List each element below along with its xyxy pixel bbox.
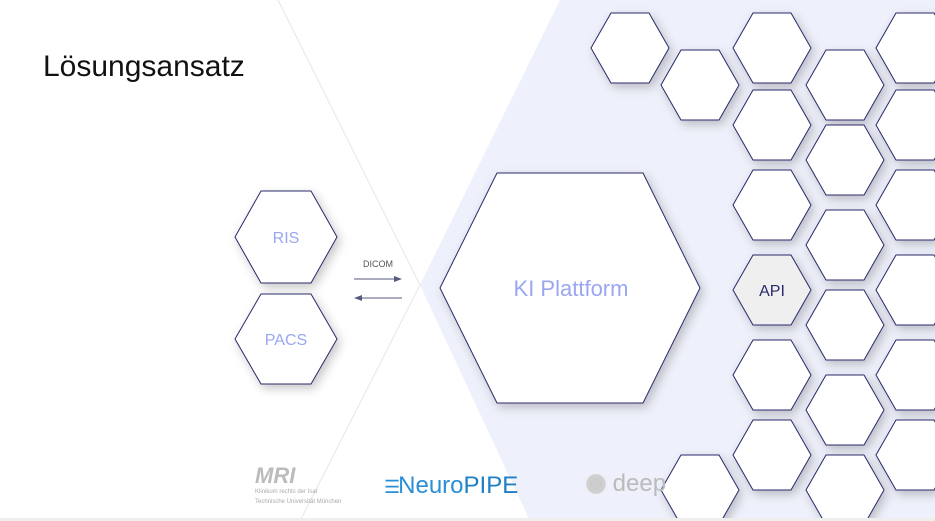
hex-tile (875, 419, 935, 491)
mri-caption-2: Technische Universität München (255, 499, 342, 505)
dicom-label: DICOM (363, 259, 393, 269)
footer-bar (0, 518, 935, 521)
hex-tile (805, 209, 885, 281)
pacs-label: PACS (265, 332, 307, 349)
hex-tile (660, 49, 740, 121)
hex-tile (875, 12, 935, 84)
neuropipe-text-b: PIPE (463, 472, 519, 499)
api-hex[interactable] (732, 254, 812, 326)
hex-tile (805, 49, 885, 121)
hex-tile (732, 12, 812, 84)
platform-hex[interactable] (439, 172, 701, 404)
slide-title: Lösungsansatz (43, 50, 245, 83)
hex-tile (805, 374, 885, 446)
hex-tile (875, 89, 935, 161)
hex-tile (732, 89, 812, 161)
divider-line (277, 0, 421, 521)
ris-label: RIS (273, 230, 300, 247)
hex-tile (660, 454, 740, 521)
neuropipe-logo: ☰NeuroPIPE (384, 472, 518, 500)
hex-tile (875, 339, 935, 411)
neuropipe-text-a: Neuro (398, 472, 464, 499)
mri-caption-1: Klinikum rechts der Isar (255, 489, 318, 495)
hex-tile (805, 289, 885, 361)
deep-logo: deep (586, 470, 666, 498)
arrow-right-icon (354, 276, 402, 282)
mri-logo: MRI (255, 463, 296, 488)
pacs-hex[interactable] (234, 293, 338, 385)
hex-tile (875, 254, 935, 326)
deep-dot-icon (586, 474, 606, 494)
deep-text: deep (612, 470, 667, 497)
platform-label: KI Plattform (514, 276, 629, 301)
ris-hex[interactable] (234, 190, 338, 284)
hex-tile (732, 169, 812, 241)
hex-tile (732, 339, 812, 411)
hex-tile (875, 169, 935, 241)
hex-tile (590, 12, 670, 84)
hex-tile (805, 454, 885, 521)
arrow-left-icon (354, 295, 402, 301)
api-label: API (759, 283, 785, 300)
neuropipe-icon: ☰ (384, 477, 400, 497)
hex-tile (805, 124, 885, 196)
hex-tile (732, 419, 812, 491)
